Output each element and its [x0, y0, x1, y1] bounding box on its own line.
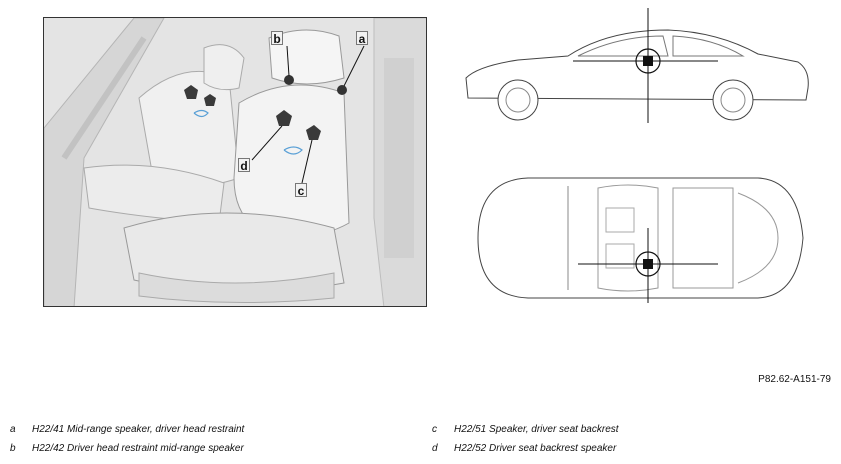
legend-text: H22/51 Speaker, driver seat backrest [454, 424, 619, 435]
reference-code: P82.62-A151-79 [758, 374, 831, 385]
callout-d: d [238, 158, 250, 173]
legend-text: H22/41 Mid-range speaker, driver head re… [32, 424, 245, 435]
car-top-view [458, 168, 818, 308]
legend-item-c: c H22/51 Speaker, driver seat backrest [432, 424, 619, 435]
car-side-view [458, 8, 818, 128]
callout-a: a [356, 31, 368, 46]
legend-key: d [432, 443, 438, 454]
legend-item-a: a H22/41 Mid-range speaker, driver head r… [10, 424, 244, 435]
seat-illustration [43, 17, 427, 307]
legend-key: a [10, 424, 16, 435]
legend-text: H22/42 Driver head restraint mid-range s… [32, 443, 244, 454]
callout-b: b [271, 31, 283, 46]
legend-key: b [10, 443, 16, 454]
callout-c: c [295, 183, 307, 198]
legend-item-b: b H22/42 Driver head restraint mid-range … [10, 443, 244, 454]
legend-key: c [432, 424, 437, 435]
legend-text: H22/52 Driver seat backrest speaker [454, 443, 617, 454]
legend-item-d: d H22/52 Driver seat backrest speaker [432, 443, 616, 454]
